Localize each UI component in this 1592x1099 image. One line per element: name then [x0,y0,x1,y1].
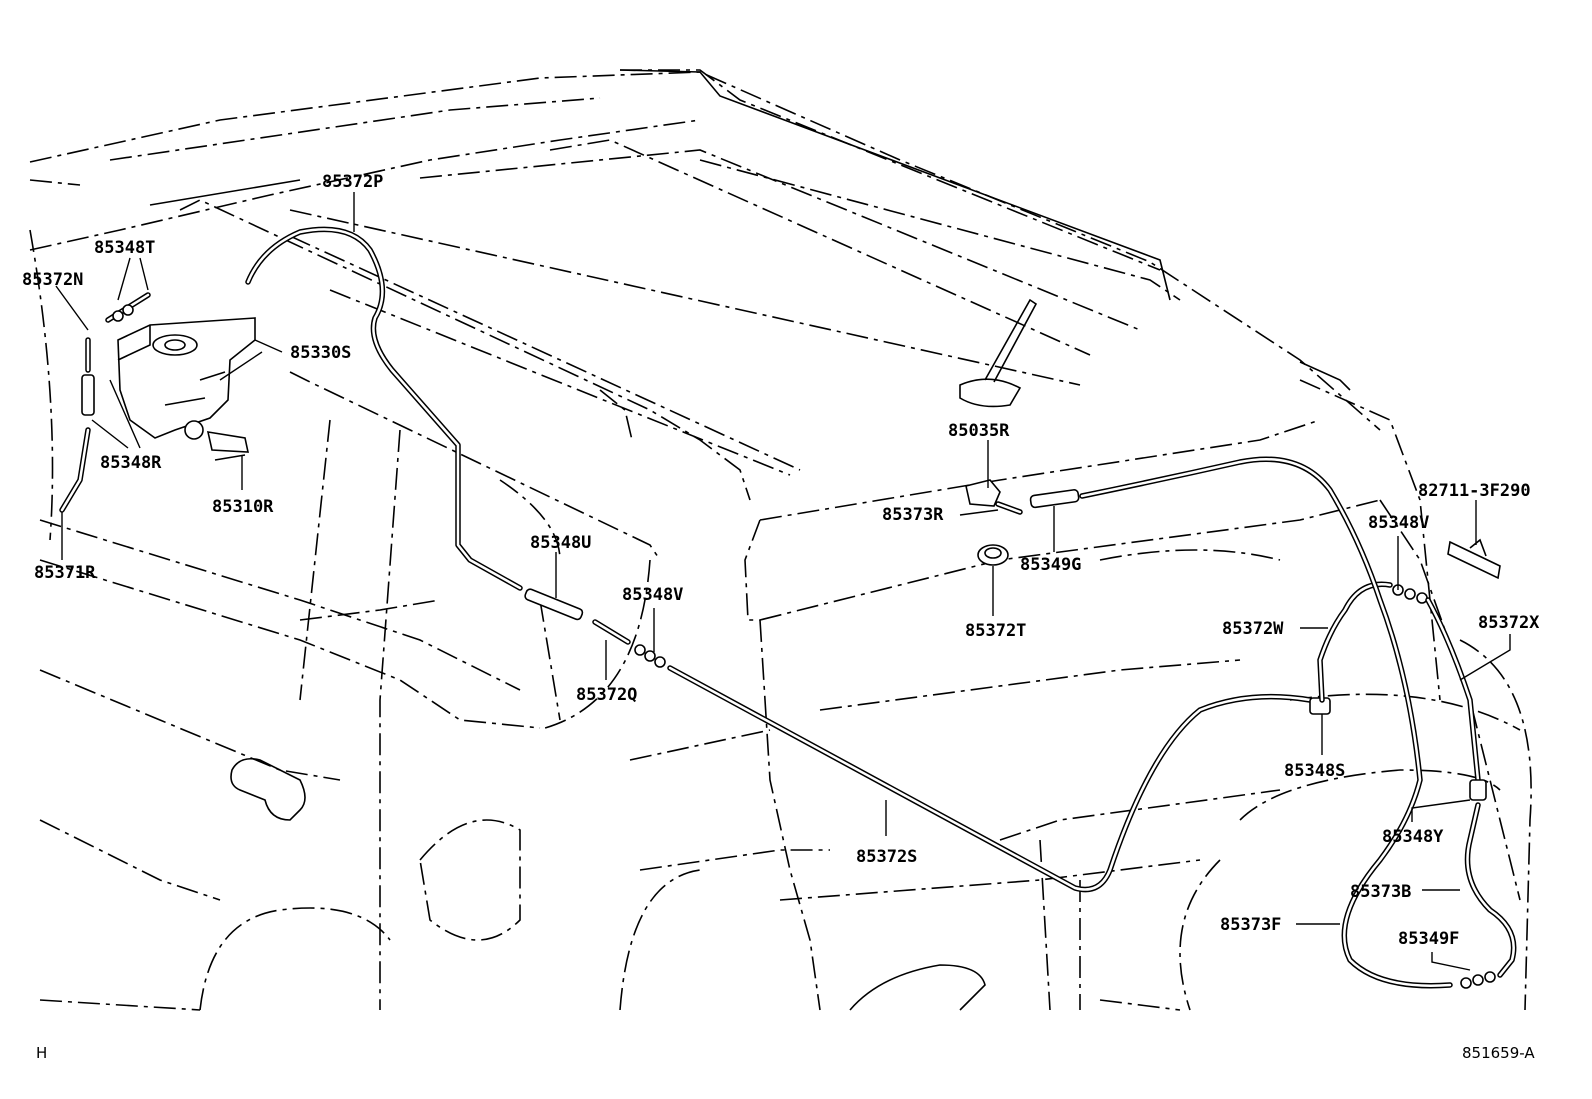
label-85035R: 85035R [948,421,1010,441]
label-85310R: 85310R [212,497,274,517]
label-85373B: 85373B [1350,882,1411,902]
label-85348U: 85348U [530,533,591,553]
label-85349G: 85349G [1020,555,1081,575]
roof-rear-hose [965,456,1517,989]
label-85348V: 85348V [622,585,683,605]
tank-hoses [59,292,151,513]
label-85348S: 85348S [1284,761,1345,781]
label-85372X: 85372X [1478,613,1540,633]
vehicle-body-solid [149,69,1351,1011]
label-82711-3F290: 82711-3F290 [1418,481,1531,501]
label-85373F: 85373F [1220,915,1281,935]
label-85372W: 85372W [1222,619,1284,639]
part-labels: 85372P 85348T 85372N 85330S 85348R 85310… [22,172,1540,949]
label-85372T: 85372T [965,621,1026,641]
label-85348Y: 85348Y [1382,827,1444,847]
label-85372S: 85372S [856,847,917,867]
leader-lines [55,192,1511,971]
washer-tank [117,317,256,439]
label-85372Q: 85372Q [576,685,637,705]
label-85349F: 85349F [1398,929,1459,949]
label-85372N: 85372N [22,270,83,290]
figure-id: 851659-A [1462,1044,1535,1062]
roof-antenna [959,298,1038,408]
washer-pump [184,420,250,461]
bracket-part [1447,538,1501,580]
label-85330S: 85330S [290,343,351,363]
label-85348V-right: 85348V [1368,513,1429,533]
label-85372P: 85372P [322,172,383,192]
label-85371R: 85371R [34,563,96,583]
grommet [977,544,1009,566]
label-85348T: 85348T [94,238,155,258]
vehicle-body-outline [29,69,1532,1011]
main-washer-hose [245,226,1313,893]
label-85373R: 85373R [882,505,944,525]
footer-left-code: H [36,1044,47,1062]
label-85348R: 85348R [100,453,162,473]
